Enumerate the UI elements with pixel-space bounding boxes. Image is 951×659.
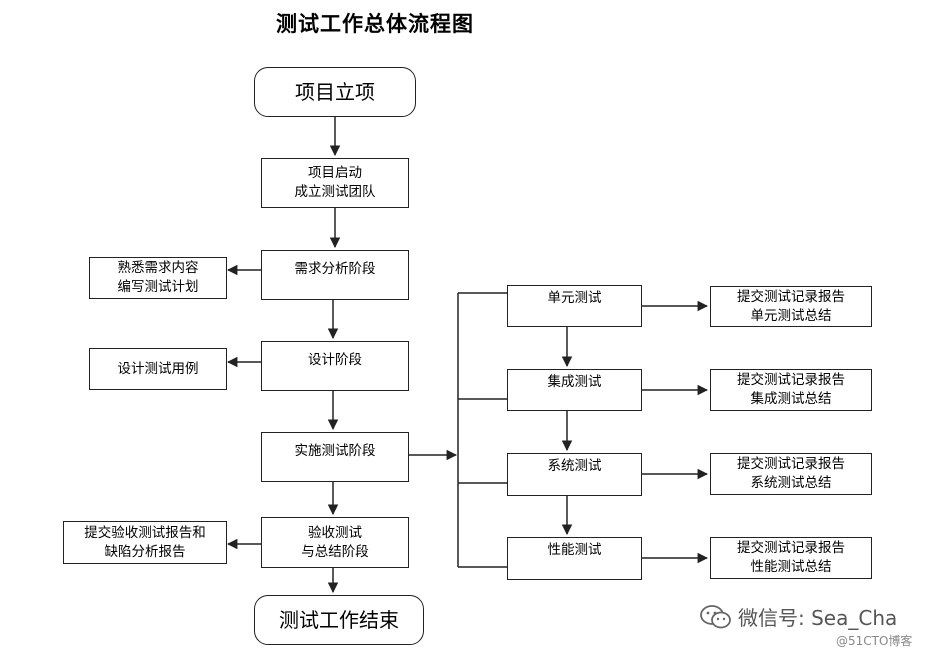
start-node: 项目立项: [254, 67, 416, 117]
performance-report-node: 提交测试记录报告 性能测试总结: [710, 537, 872, 579]
familiarize-node: 熟悉需求内容 编写测试计划: [89, 257, 227, 299]
integration-test-node: 集成测试: [507, 369, 642, 411]
submit-acceptance-label: 提交验收测试报告和 缺陷分析报告: [84, 524, 206, 560]
site-credit: @51CTO博客: [836, 634, 913, 648]
end-label: 测试工作结束: [279, 607, 399, 632]
integration-test-label: 集成测试: [547, 374, 602, 390]
performance-test-node: 性能测试: [507, 537, 642, 580]
watermark: 微信号: Sea_Cha: [700, 602, 897, 631]
kickoff-label: 项目启动 成立测试团队: [294, 165, 376, 200]
submit-acceptance-node: 提交验收测试报告和 缺陷分析报告: [63, 521, 227, 564]
unit-report-node: 提交测试记录报告 单元测试总结: [710, 286, 872, 327]
implementation-label: 实施测试阶段: [294, 443, 376, 459]
integration-report-label: 提交测试记录报告 集成测试总结: [737, 372, 845, 407]
acceptance-label: 验收测试 与总结阶段: [301, 524, 369, 560]
system-test-node: 系统测试: [507, 453, 642, 496]
design-label: 设计阶段: [308, 352, 362, 368]
watermark-text: 微信号: Sea_Cha: [738, 606, 898, 630]
requirements-label: 需求分析阶段: [294, 261, 376, 277]
system-report-label: 提交测试记录报告 系统测试总结: [737, 456, 845, 491]
design-cases-label: 设计测试用例: [117, 360, 199, 377]
performance-report-label: 提交测试记录报告 性能测试总结: [737, 540, 845, 575]
diagram-title: 测试工作总体流程图: [276, 12, 474, 36]
design-node: 设计阶段: [261, 341, 409, 391]
unit-test-label: 单元测试: [547, 290, 602, 306]
system-report-node: 提交测试记录报告 系统测试总结: [710, 453, 872, 495]
system-test-label: 系统测试: [547, 458, 602, 474]
end-node: 测试工作结束: [254, 595, 424, 645]
requirements-node: 需求分析阶段: [261, 250, 409, 300]
unit-test-node: 单元测试: [507, 285, 642, 327]
start-label: 项目立项: [295, 79, 375, 104]
implementation-node: 实施测试阶段: [261, 432, 409, 482]
performance-test-label: 性能测试: [547, 542, 602, 558]
integration-report-node: 提交测试记录报告 集成测试总结: [710, 369, 872, 411]
wechat-icon: [700, 604, 732, 630]
kickoff-node: 项目启动 成立测试团队: [261, 158, 409, 208]
unit-report-label: 提交测试记录报告 单元测试总结: [737, 288, 845, 324]
acceptance-node: 验收测试 与总结阶段: [261, 517, 409, 568]
familiarize-label: 熟悉需求内容 编写测试计划: [117, 260, 199, 295]
design-cases-node: 设计测试用例: [89, 348, 227, 390]
